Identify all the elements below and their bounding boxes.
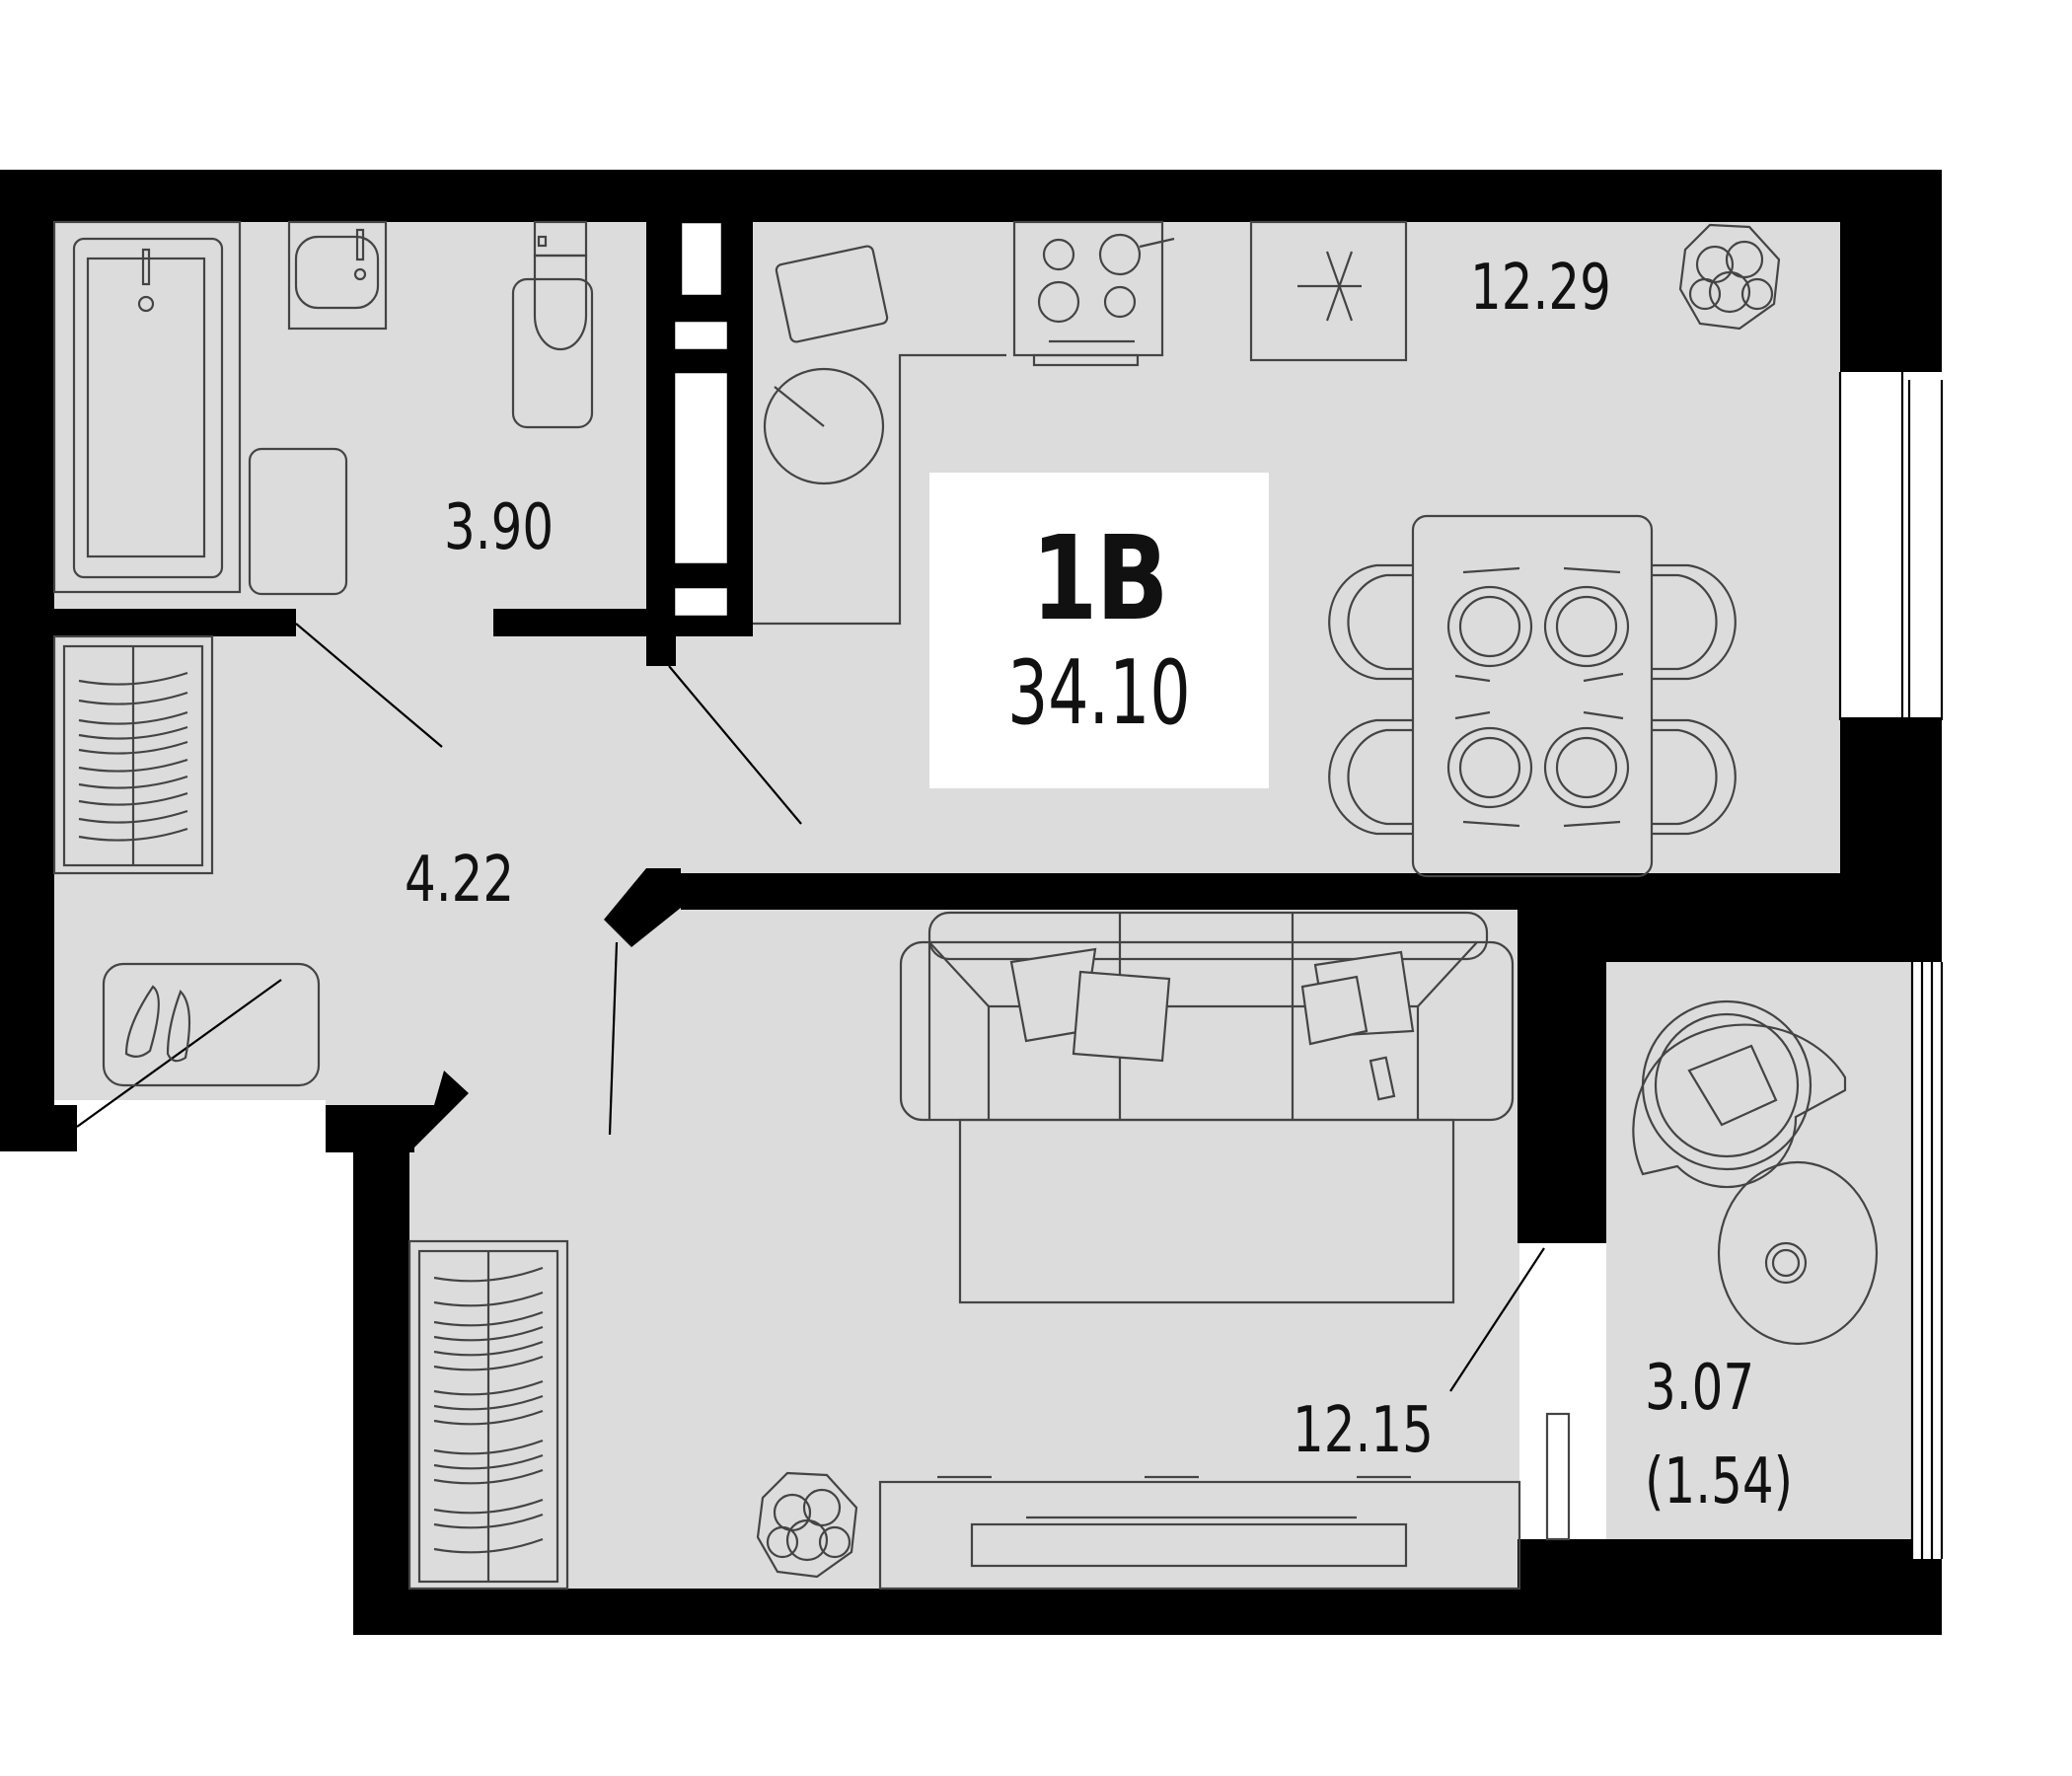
- fridge: [1249, 220, 1408, 362]
- bathtub-rim: [72, 237, 224, 579]
- place-settings: [1446, 566, 1630, 828]
- bath-mat: [248, 447, 348, 596]
- burner-2: [1098, 233, 1142, 276]
- armchair: [1632, 1023, 1847, 1189]
- bath-drain-icon: [137, 295, 155, 313]
- bathroom-floor: [54, 222, 646, 612]
- wardrobe-bedroom: [407, 1239, 569, 1591]
- bathroom-furniture: [52, 220, 594, 596]
- top-wall: [0, 170, 1942, 222]
- left-wall-stub: [0, 1105, 77, 1151]
- sink-round: [763, 367, 885, 485]
- partition-stub: [646, 631, 676, 666]
- bedroom-furniture: [407, 911, 1571, 1591]
- dining-chairs: [1328, 563, 1737, 836]
- plant-icon: [1678, 223, 1781, 331]
- balcony-door: [1449, 1247, 1545, 1392]
- bathroom-hall-wall-right: [493, 609, 676, 636]
- wardrobe-hall: [52, 634, 214, 875]
- shoe-left-icon: [124, 985, 160, 1058]
- bathtub-basin: [86, 257, 206, 558]
- sink-basin: [294, 235, 380, 310]
- cup-icon: [1764, 1241, 1808, 1285]
- hangers-hall: [78, 671, 188, 842]
- toilet-mat: [511, 277, 594, 429]
- balcony-glazing: [1912, 962, 1942, 1559]
- tv-stand: [878, 1480, 1521, 1591]
- burner-1: [1042, 238, 1075, 271]
- tv: [970, 1522, 1408, 1568]
- balcony-door-frame: [1545, 1412, 1571, 1541]
- dining-table: [1411, 514, 1654, 878]
- partition-glass: [672, 220, 730, 619]
- partition-window-1: [679, 220, 724, 298]
- pillow-4: [1300, 975, 1369, 1046]
- right-wall-top: [1840, 170, 1942, 372]
- hall-connector-floor: [646, 612, 750, 873]
- door-mat: [102, 962, 321, 1087]
- hall-corner-angle: [409, 1071, 469, 1152]
- balcony-reduced-area-label: (1.54): [1645, 1445, 1794, 1518]
- left-wall: [0, 170, 54, 1151]
- bedroom-area-label: 12.15: [1293, 1394, 1434, 1467]
- bathtub-outer: [52, 220, 242, 594]
- kitchen-area-label: 12.29: [1470, 252, 1611, 325]
- exterior-windows: [0, 190, 1944, 1559]
- walls: [0, 170, 1942, 1635]
- sink-cabinet: [287, 220, 388, 331]
- right-wall-bottom: [1912, 1559, 1942, 1635]
- kitchen-floor: [750, 222, 1840, 873]
- pillow-2: [1072, 970, 1171, 1063]
- armchair-seat: [1641, 999, 1813, 1171]
- bed: [958, 1118, 1455, 1304]
- partition-window-3: [672, 370, 730, 566]
- balcony-area-label: 3.07: [1645, 1352, 1755, 1425]
- shoe-right-icon: [166, 990, 191, 1063]
- balcony-door-post: [1517, 1539, 1606, 1589]
- bathroom-door: [295, 623, 443, 748]
- partition-window-4: [672, 585, 730, 619]
- burner-4: [1103, 285, 1137, 319]
- burner-3: [1037, 280, 1080, 324]
- bedroom-left-wall: [353, 1105, 409, 1635]
- armchair-pillow: [1687, 1044, 1778, 1127]
- hallway-furniture: [52, 634, 321, 1087]
- bedroom-door: [608, 941, 619, 1136]
- bathroom-hall-wall-left: [54, 609, 296, 636]
- door-swings: [76, 623, 1545, 1392]
- total-area: 34.10: [1007, 640, 1191, 745]
- kitchen-window: [1840, 372, 1942, 717]
- kitchen-furniture: [753, 220, 1781, 878]
- hallway-area-label: 4.22: [405, 844, 515, 917]
- bathroom-area-label: 3.90: [444, 491, 555, 564]
- partition-window-2: [672, 319, 730, 352]
- apartment-badge: 1B 34.10: [929, 473, 1269, 788]
- toilet-bowl: [533, 254, 588, 351]
- remote-icon: [1369, 1056, 1396, 1101]
- bedroom-door-jamb-top: [604, 868, 681, 947]
- hangers-bedroom: [433, 1266, 544, 1554]
- balcony-furniture: [1632, 999, 1879, 1346]
- plant-icon: [756, 1471, 858, 1579]
- kitchen-counter: [753, 353, 1006, 626]
- cutting-board: [775, 245, 889, 343]
- sofa-back: [927, 911, 1489, 961]
- kitchen-door: [668, 665, 802, 825]
- round-table: [1717, 1160, 1879, 1346]
- apartment-type: 1B: [1031, 509, 1168, 646]
- entrance-door: [76, 979, 282, 1128]
- bedroom-balcony-wall: [1517, 908, 1606, 1243]
